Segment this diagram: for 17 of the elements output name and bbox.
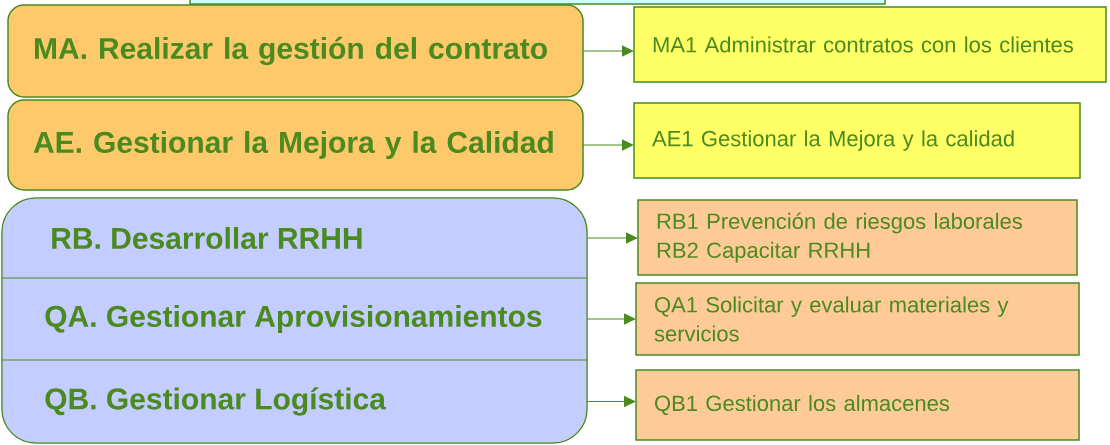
activity-box: AE1 Gestionar la Mejora y la calidad [633,102,1081,179]
activity-box: QA1 Solicitar y evaluar materiales y servicios [635,282,1080,356]
activity-box: QB1 Gestionar los almacenes [635,369,1080,441]
process-box: AE. Gestionar la Mejora y la Calidad [7,99,584,191]
node-label: RB. Desarrollar RRHH [52,226,362,250]
node-label: QB. Gestionar Logística [45,387,387,416]
activity-box: MA1 Administrar contratos con los clientes [633,6,1107,83]
arrow [582,139,634,151]
arrow [586,313,636,325]
process-band: QB. Gestionar Logística [2,360,587,443]
process-box: MA. Realizar la gestión del contrato [7,4,584,98]
process-band: RB. Desarrollar RRHH [2,198,587,278]
arrow [582,45,634,57]
node-label: QA. Gestionar Aprovisionamientos [45,305,542,333]
activity-box: RB1 Prevención de riesgos laborales RB2 Capacitar RRHH [637,199,1078,276]
arrow [586,232,638,244]
process-band: QA. Gestionar Aprovisionamientos [2,278,587,360]
